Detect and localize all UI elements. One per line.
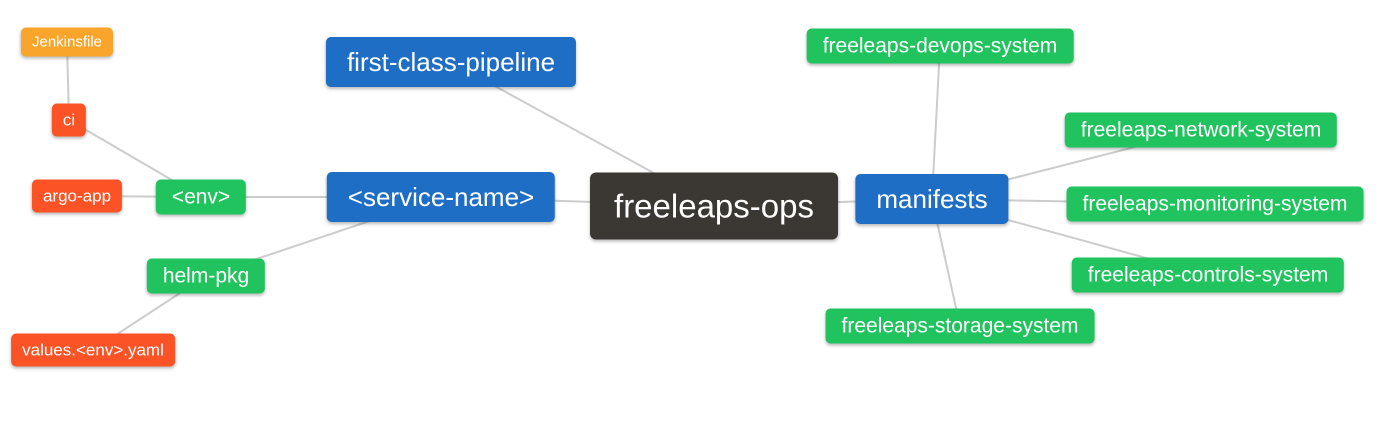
mindmap-node-first-class-pipeline[interactable]: first-class-pipeline	[325, 37, 577, 87]
mindmap-node-argo-app[interactable]: argo-app	[31, 179, 123, 213]
edge-line-manifests--freeleaps-devops-system	[931, 45, 941, 200]
mindmap-node-freeleaps-devops-system[interactable]: freeleaps-devops-system	[806, 28, 1074, 64]
mindmap-node-freeleaps-monitoring-system[interactable]: freeleaps-monitoring-system	[1066, 186, 1364, 222]
mindmap-node-service-name[interactable]: <service-name>	[326, 172, 556, 222]
mindmap-node-helm-pkg[interactable]: helm-pkg	[146, 258, 266, 294]
mindmap-node-values-env-yaml[interactable]: values.<env>.yaml	[11, 333, 175, 367]
mindmap-node-freeleaps-network-system[interactable]: freeleaps-network-system	[1064, 112, 1338, 148]
mindmap-node-freeleaps-ops[interactable]: freeleaps-ops	[590, 172, 838, 240]
mindmap-node-env[interactable]: <env>	[155, 179, 247, 215]
mindmap-node-jenkinsfile[interactable]: Jenkinsfile	[20, 27, 114, 57]
mindmap-node-manifests[interactable]: manifests	[855, 174, 1009, 224]
mindmap-node-ci[interactable]: ci	[51, 103, 87, 137]
mindmap-node-freeleaps-storage-system[interactable]: freeleaps-storage-system	[825, 308, 1095, 344]
mindmap-node-freeleaps-controls-system[interactable]: freeleaps-controls-system	[1071, 257, 1345, 293]
